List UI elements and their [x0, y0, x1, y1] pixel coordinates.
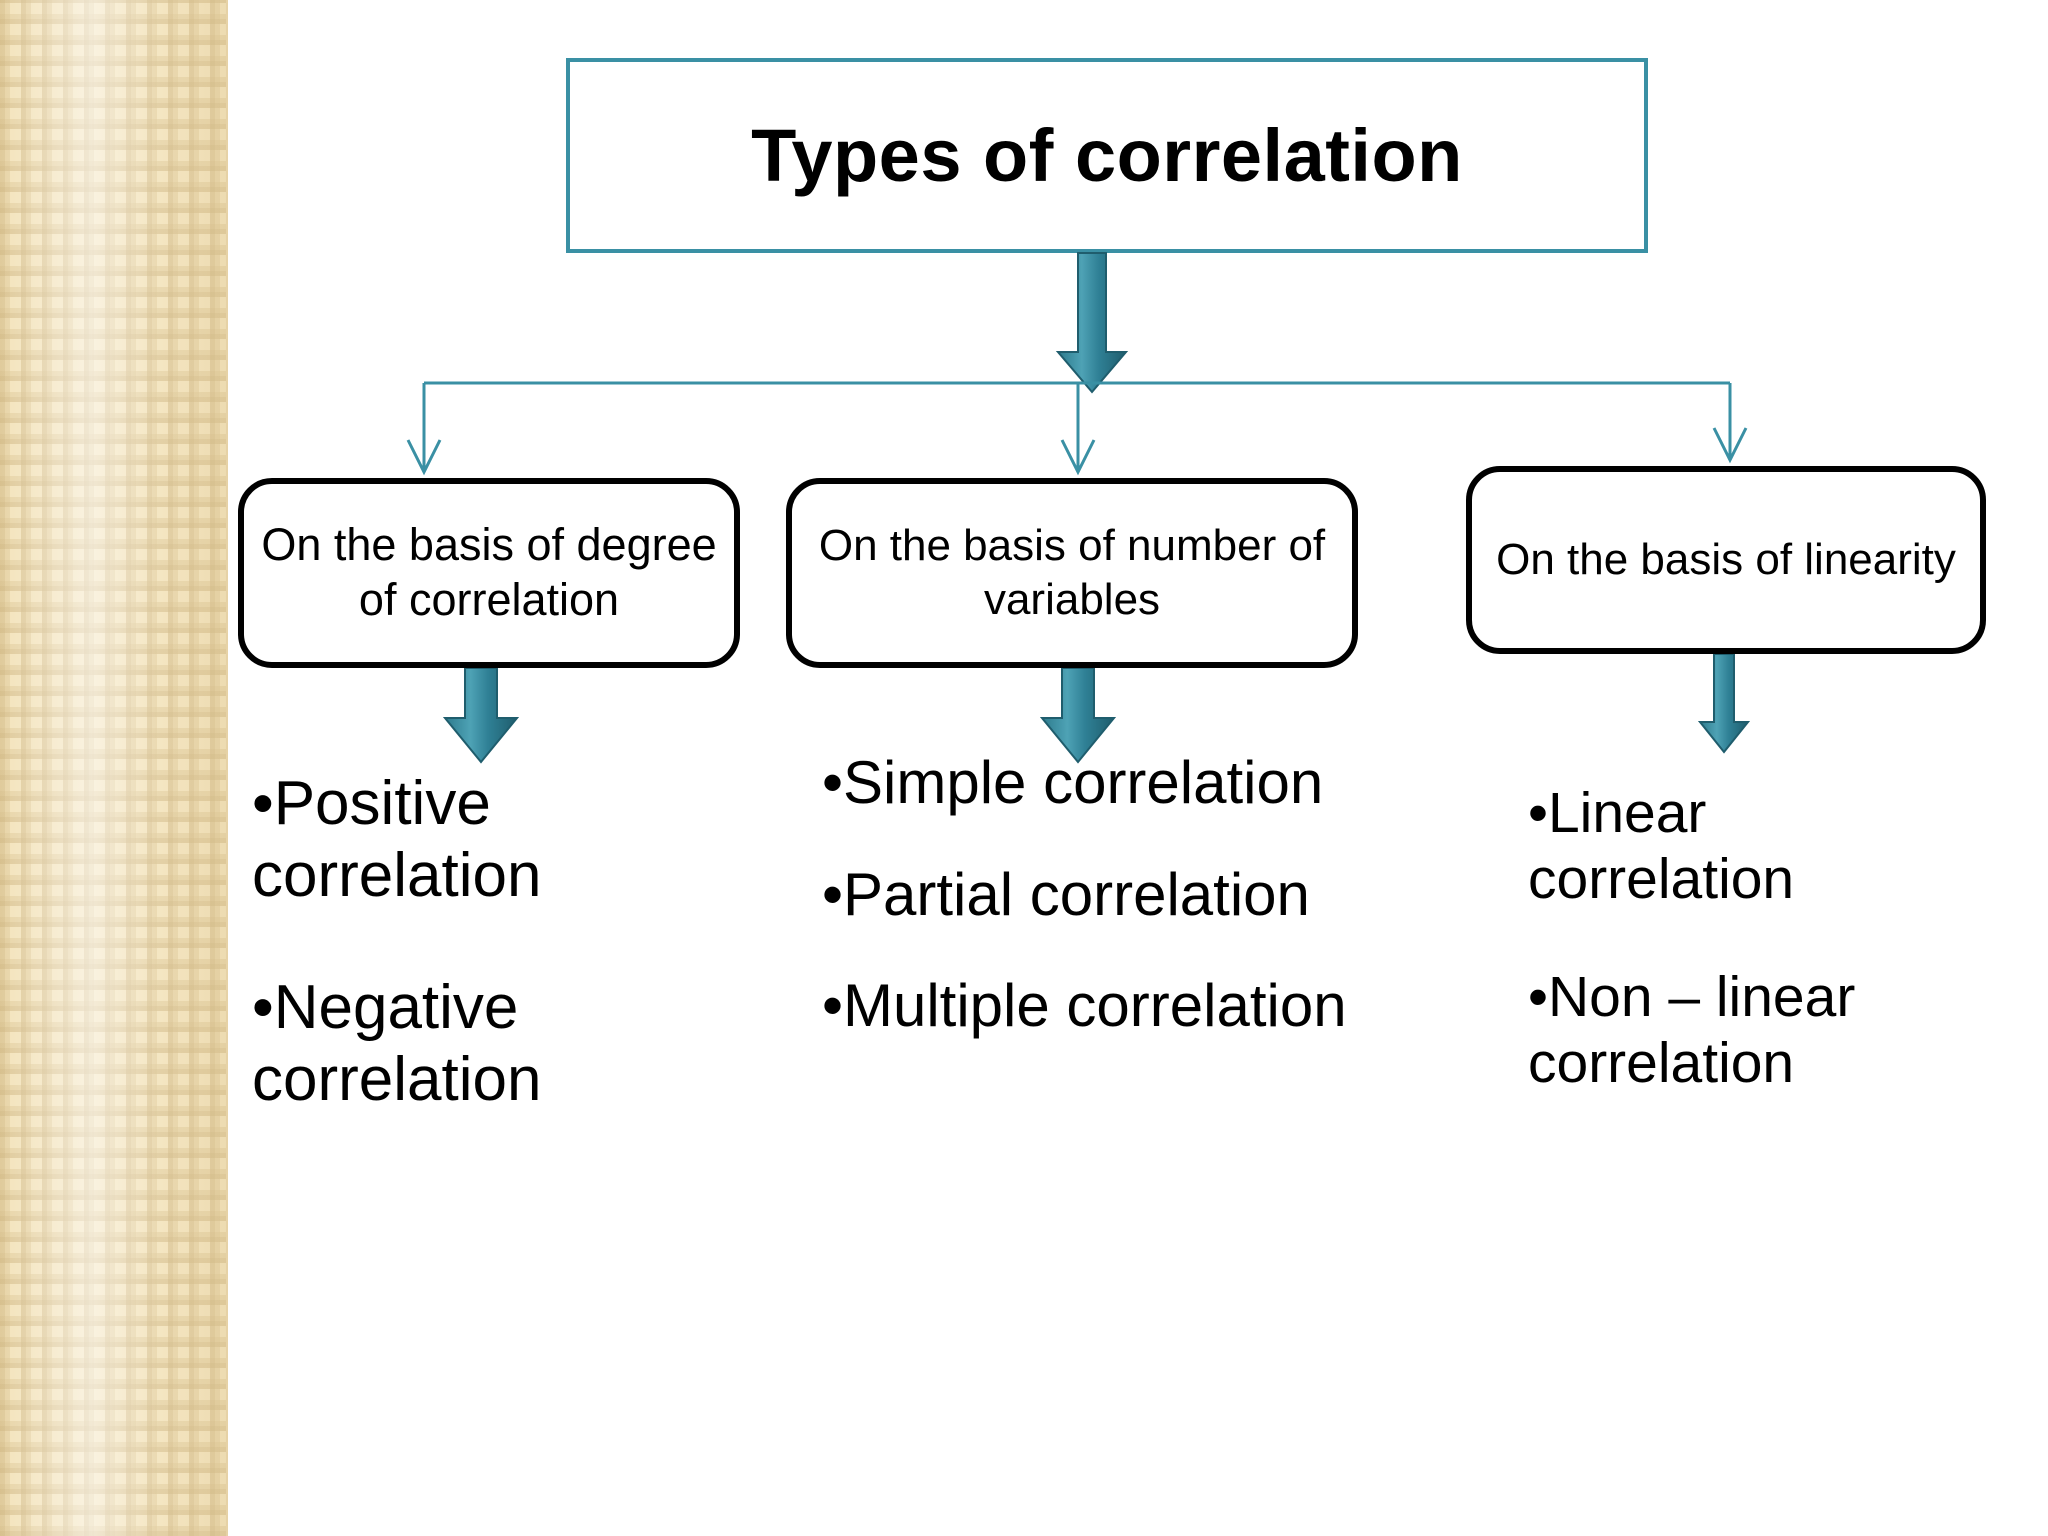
bullet-list-number-of-variables: •Simple correlation •Partial correlation… — [822, 748, 1362, 1041]
bullet-list-linearity: •Linear correlation •Non – linear correl… — [1528, 780, 1958, 1096]
list-item: •Linear correlation — [1528, 781, 1795, 912]
branch-arrow-2 — [1697, 653, 1751, 754]
branch-connector-lines — [406, 381, 1748, 476]
list-item: •Negative correlation — [252, 972, 542, 1114]
title-box: Types of correlation — [566, 58, 1648, 253]
page-title: Types of correlation — [751, 113, 1463, 197]
sidebar-edge-divider — [226, 0, 228, 1536]
decorative-sidebar-pattern — [0, 0, 228, 1536]
branch-arrow-0 — [442, 667, 520, 764]
category-box-number-of-variables[interactable]: On the basis of number of variables — [786, 478, 1358, 668]
category-box-label: On the basis of degree of correlation — [261, 519, 717, 625]
list-item: •Partial correlation — [822, 860, 1310, 928]
category-box-degree[interactable]: On the basis of degree of correlation — [238, 478, 740, 668]
main-trunk-arrow — [1055, 252, 1129, 394]
bullet-list-degree: •Positive correlation •Negative correlat… — [252, 768, 692, 1116]
category-box-label: On the basis of linearity — [1496, 535, 1956, 585]
list-item: •Non – linear correlation — [1528, 965, 1856, 1096]
list-item: •Multiple correlation — [822, 972, 1347, 1040]
list-item: •Positive correlation — [252, 769, 542, 910]
category-box-linearity[interactable]: On the basis of linearity — [1466, 466, 1986, 654]
list-item: •Simple correlation — [822, 749, 1324, 816]
category-box-label: On the basis of number of variables — [818, 521, 1326, 624]
